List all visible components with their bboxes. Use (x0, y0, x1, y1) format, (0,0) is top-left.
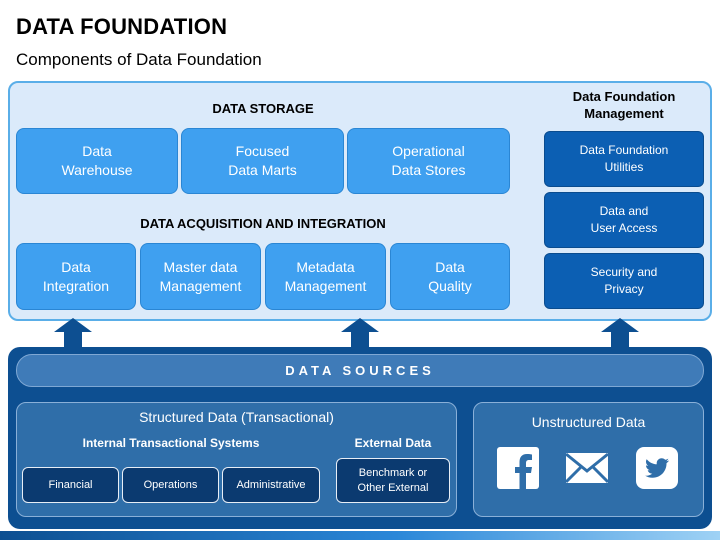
storage-box-focused-data-marts: Focused Data Marts (181, 128, 344, 194)
external-data-heading: External Data (354, 436, 432, 450)
facebook-icon (497, 447, 539, 489)
twitter-icon (636, 447, 678, 489)
up-arrow-icon (341, 318, 379, 348)
page-subtitle: Components of Data Foundation (16, 50, 262, 69)
internal-systems-heading: Internal Transactional Systems (82, 436, 260, 450)
acquisition-box-data-integration: Data Integration (16, 243, 136, 310)
source-box-operations: Operations (122, 467, 219, 503)
page-title: DATA FOUNDATION (16, 14, 228, 39)
storage-box-operational-data-stores: Operational Data Stores (347, 128, 510, 194)
management-box-user-access: Data and User Access (544, 192, 704, 248)
acquisition-box-master-data: Master data Management (140, 243, 261, 310)
acquisition-box-metadata: Metadata Management (265, 243, 386, 310)
source-box-administrative: Administrative (222, 467, 320, 503)
mail-icon (564, 452, 610, 484)
data-sources-bar: DATA SOURCES (16, 354, 704, 387)
up-arrow-icon (601, 318, 639, 348)
source-box-financial: Financial (22, 467, 119, 503)
acquisition-box-data-quality: Data Quality (390, 243, 510, 310)
data-storage-heading: DATA STORAGE (212, 101, 314, 116)
footer-bar (0, 531, 720, 540)
unstructured-data-title: Unstructured Data (531, 414, 646, 430)
management-heading: Data Foundation Management (572, 89, 676, 121)
management-box-utilities: Data Foundation Utilities (544, 131, 704, 187)
storage-box-data-warehouse: Data Warehouse (16, 128, 178, 194)
up-arrow-icon (54, 318, 92, 348)
management-box-security: Security and Privacy (544, 253, 704, 309)
data-acquisition-heading: DATA ACQUISITION AND INTEGRATION (140, 216, 386, 231)
structured-data-title: Structured Data (Transactional) (139, 409, 334, 425)
source-box-external: Benchmark or Other External (336, 458, 450, 503)
